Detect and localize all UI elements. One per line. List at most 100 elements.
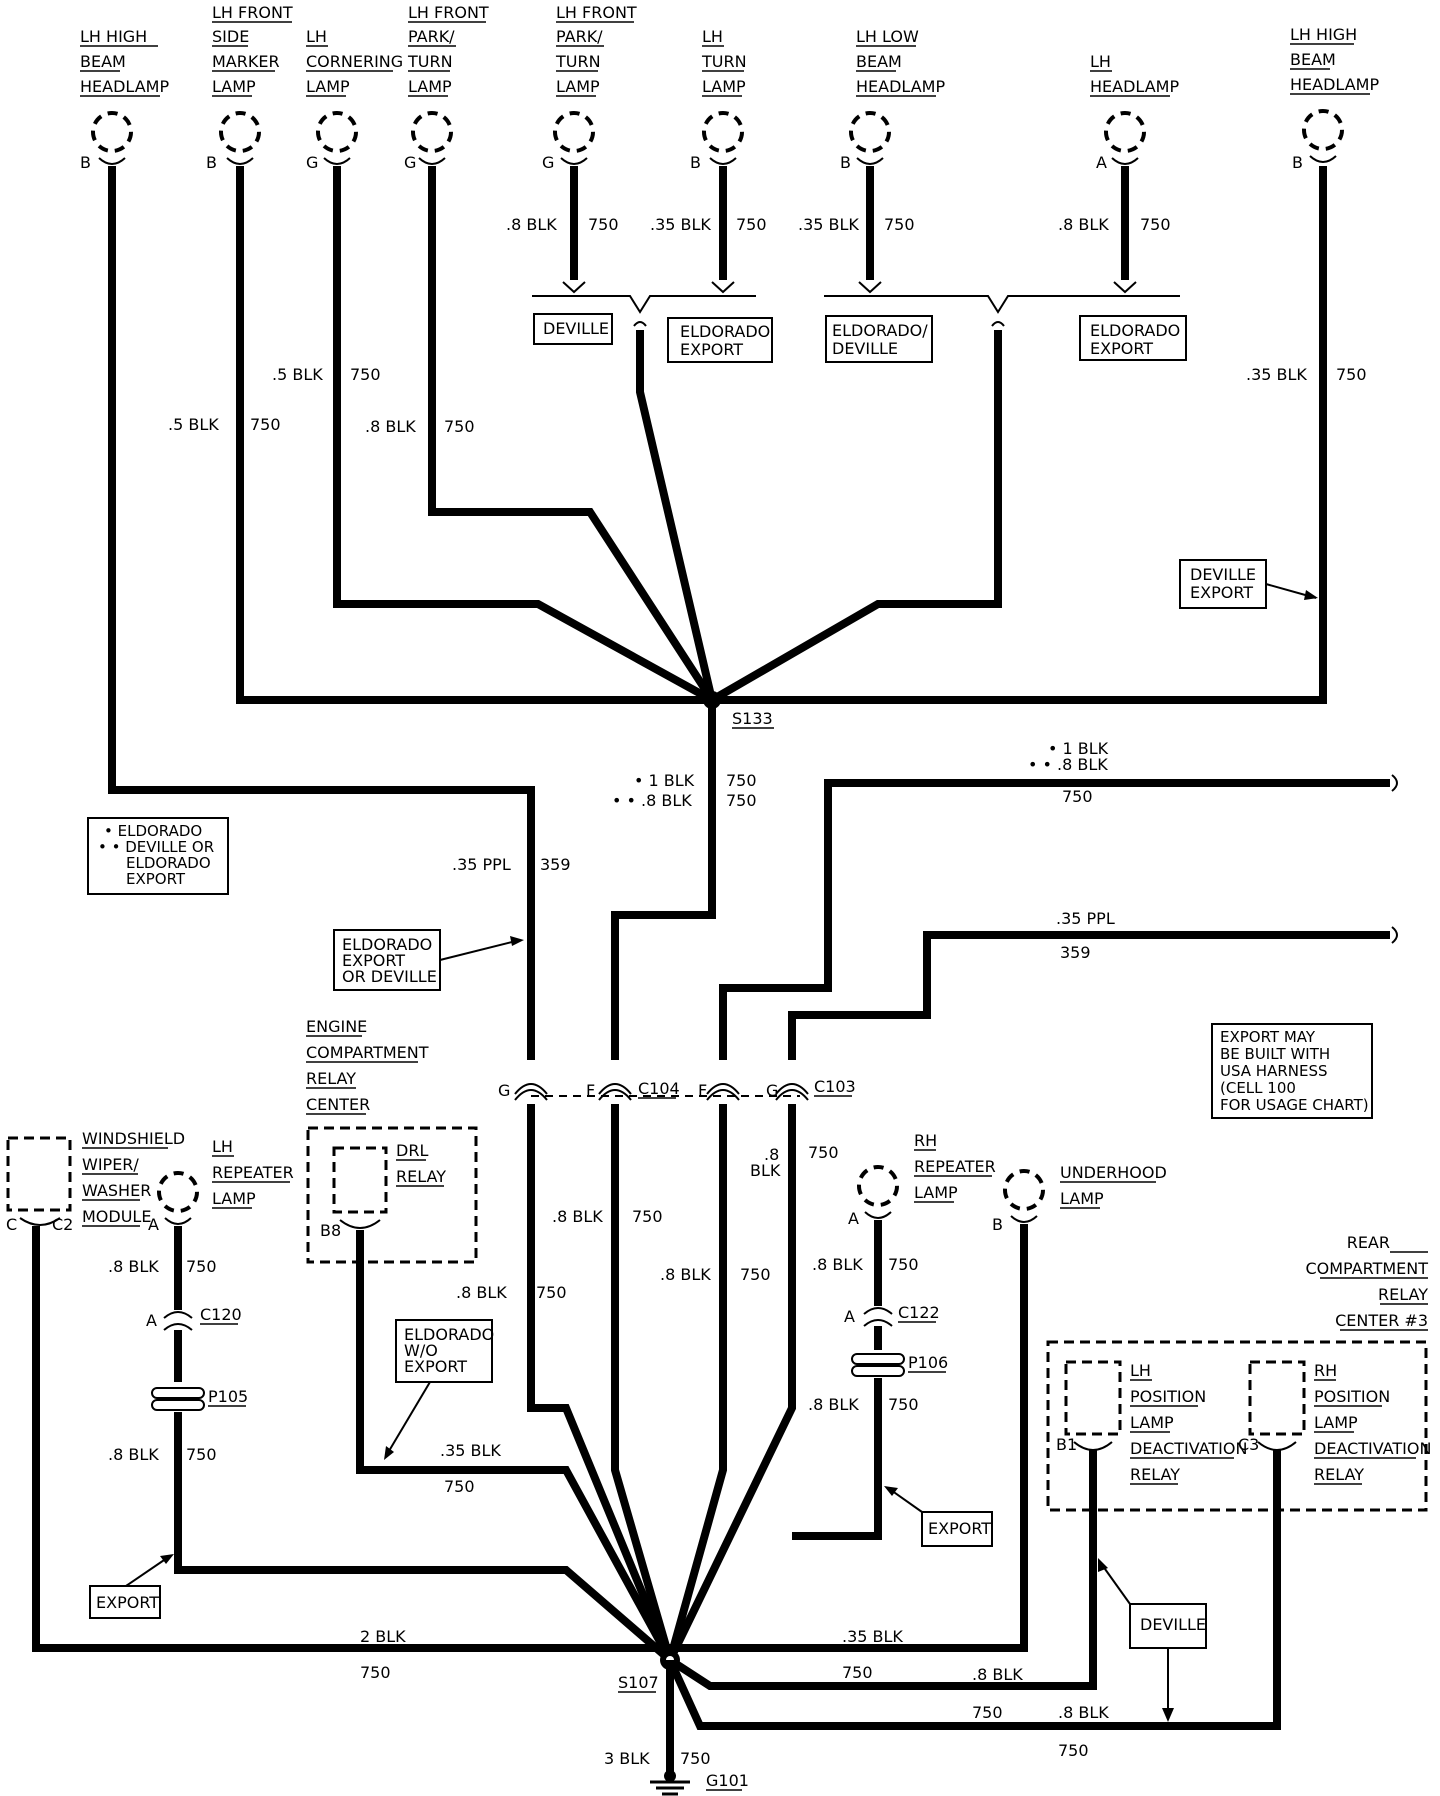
svg-text:DEACTIVATION: DEACTIVATION (1130, 1439, 1247, 1458)
svg-text:C2: C2 (52, 1215, 73, 1234)
svg-text:USA HARNESS: USA HARNESS (1220, 1062, 1328, 1080)
bulb-icon (702, 111, 744, 153)
svg-text:RH: RH (914, 1131, 937, 1150)
svg-text:DEVILLE: DEVILLE (1190, 565, 1256, 584)
svg-text:.5 BLK: .5 BLK (168, 415, 219, 434)
svg-text:.35 PPL: .35 PPL (1056, 909, 1115, 928)
svg-text:TURN: TURN (407, 52, 453, 71)
svg-text:SIDE: SIDE (212, 27, 249, 46)
svg-text:EXPORT: EXPORT (342, 951, 405, 970)
svg-text:LAMP: LAMP (556, 77, 600, 96)
svg-text:LH LOW: LH LOW (856, 27, 919, 46)
svg-text:ELDORADO/: ELDORADO/ (832, 321, 928, 340)
svg-text:EXPORT: EXPORT (404, 1357, 467, 1376)
svg-text:ELDORADO: ELDORADO (1090, 321, 1180, 340)
svg-text:C120: C120 (200, 1305, 242, 1324)
svg-text:LH FRONT: LH FRONT (408, 3, 489, 22)
svg-text:750: 750 (1336, 365, 1367, 384)
svg-text:ENGINE: ENGINE (306, 1017, 367, 1036)
svg-text:DEVILLE: DEVILLE (543, 319, 609, 338)
box-eldorado-export: ELDORADO EXPORT (667, 317, 773, 363)
svg-text:.35 BLK: .35 BLK (650, 215, 711, 234)
svg-text:750: 750 (588, 215, 619, 234)
svg-text:EXPORT: EXPORT (126, 870, 186, 888)
bulb-icon (849, 111, 891, 153)
svg-text:EXPORT: EXPORT (96, 1593, 159, 1612)
svg-text:750: 750 (186, 1257, 217, 1276)
svg-text:EXPORT: EXPORT (1090, 339, 1153, 358)
svg-text:POSITION: POSITION (1130, 1387, 1206, 1406)
svg-text:B: B (992, 1215, 1003, 1234)
svg-text:.35 BLK: .35 BLK (440, 1441, 501, 1460)
svg-text:RELAY: RELAY (306, 1069, 356, 1088)
svg-text:TURN: TURN (701, 52, 747, 71)
svg-text:750: 750 (1062, 787, 1093, 806)
svg-text:.8 BLK: .8 BLK (108, 1257, 159, 1276)
legend-box: • ELDORADO • • DEVILLE OR ELDORADO EXPOR… (87, 817, 229, 895)
svg-text:.35 PPL: .35 PPL (452, 855, 511, 874)
svg-text:750: 750 (350, 365, 381, 384)
svg-text:.8 BLK: .8 BLK (972, 1665, 1023, 1684)
svg-text:359: 359 (540, 855, 571, 874)
box-eldorado-export-2: ELDORADO EXPORT (1079, 315, 1187, 361)
svg-text:PARK/: PARK/ (408, 27, 455, 46)
svg-text:LH: LH (1090, 52, 1111, 71)
svg-text:BEAM: BEAM (1290, 50, 1336, 69)
svg-text:C104: C104 (638, 1079, 680, 1098)
svg-text:TURN: TURN (555, 52, 601, 71)
svg-text:MARKER: MARKER (212, 52, 280, 71)
svg-text:750: 750 (726, 771, 757, 790)
svg-text:A: A (848, 1209, 859, 1228)
pin-label: B (80, 153, 91, 172)
svg-text:RELAY: RELAY (1314, 1465, 1364, 1484)
lamp-lh-headlamp: LH HEADLAMP A (1090, 52, 1179, 172)
lamp-label: HEADLAMP (80, 77, 169, 96)
svg-text:C: C (6, 1215, 17, 1234)
bulb-icon (316, 111, 358, 153)
svg-text:COMPARTMENT: COMPARTMENT (1305, 1259, 1428, 1278)
lamp-lh-front-side-marker-lamp: LH FRONT SIDE MARKER LAMP B (206, 3, 293, 172)
svg-text:LAMP: LAMP (1314, 1413, 1358, 1432)
svg-text:F: F (586, 1081, 595, 1100)
svg-text:.35 BLK: .35 BLK (1246, 365, 1307, 384)
svg-text:REAR: REAR (1347, 1233, 1390, 1252)
svg-text:HEADLAMP: HEADLAMP (856, 77, 945, 96)
svg-text:3 BLK: 3 BLK (604, 1749, 650, 1768)
svg-text:WASHER: WASHER (82, 1181, 151, 1200)
svg-text:(CELL 100: (CELL 100 (1220, 1079, 1296, 1097)
svg-text:750: 750 (736, 215, 767, 234)
svg-text:DEACTIVATION: DEACTIVATION (1314, 1439, 1431, 1458)
svg-text:750: 750 (888, 1395, 919, 1414)
svg-text:A: A (148, 1215, 159, 1234)
ground-g101: 3 BLK 750 G101 (604, 1749, 749, 1796)
svg-text:750: 750 (972, 1703, 1003, 1722)
svg-text:G: G (306, 153, 318, 172)
svg-text:MODULE: MODULE (82, 1207, 151, 1226)
svg-text:G: G (766, 1081, 778, 1100)
lamp-lh-high-beam-headlamp: LH HIGH BEAM HEADLAMP B (80, 27, 169, 172)
svg-text:750: 750 (888, 1255, 919, 1274)
svg-text:B: B (206, 153, 217, 172)
svg-text:EXPORT: EXPORT (928, 1519, 991, 1538)
windshield-wire (32, 1226, 670, 1652)
svg-text:UNDERHOOD: UNDERHOOD (1060, 1163, 1167, 1182)
svg-text:A: A (1096, 153, 1107, 172)
svg-text:G: G (542, 153, 554, 172)
svg-text:RELAY: RELAY (396, 1167, 446, 1186)
svg-text:F: F (698, 1081, 707, 1100)
svg-text:P106: P106 (908, 1353, 948, 1372)
svg-text:HEADLAMP: HEADLAMP (1290, 75, 1379, 94)
svg-text:FOR USAGE CHART): FOR USAGE CHART) (1220, 1096, 1369, 1114)
svg-text:S133: S133 (732, 709, 773, 728)
svg-text:750: 750 (444, 417, 475, 436)
box-eldorado-wo-export: ELDORADO W/O EXPORT (384, 1319, 494, 1460)
lamp-lh-cornering-lamp: LH CORNERING LAMP G (306, 27, 403, 172)
svg-text:.5 BLK: .5 BLK (272, 365, 323, 384)
svg-text:B8: B8 (320, 1221, 341, 1240)
svg-text:LAMP: LAMP (1060, 1189, 1104, 1208)
svg-text:LH: LH (306, 27, 327, 46)
svg-text:B: B (1292, 153, 1303, 172)
